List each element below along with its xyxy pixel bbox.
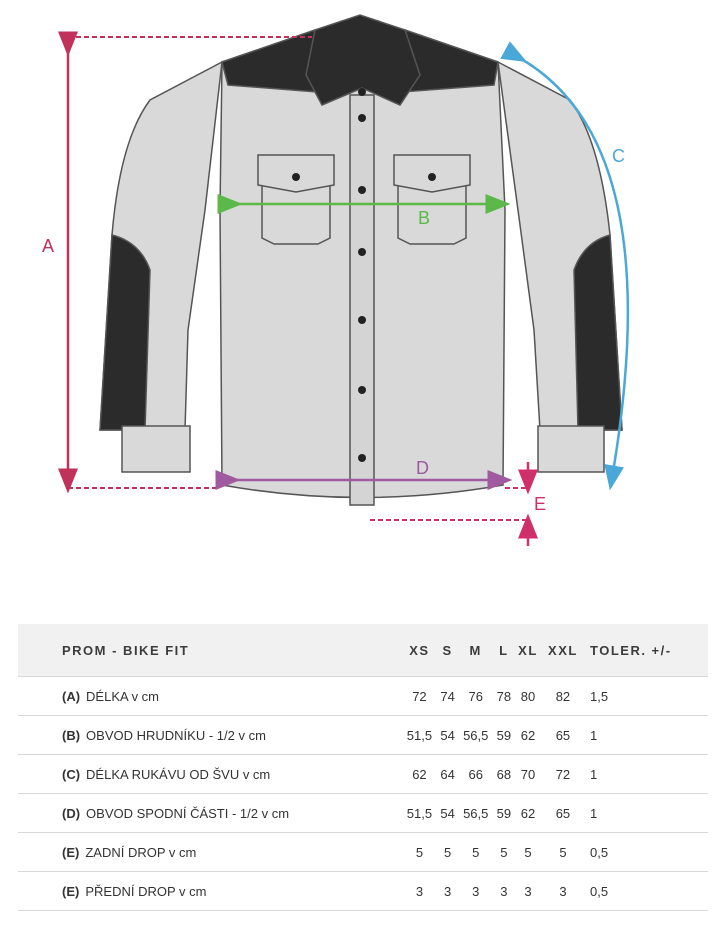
cell: 54 — [437, 715, 458, 755]
dimension-e: E — [370, 462, 546, 546]
row-code: (C) — [62, 766, 81, 782]
cell: 80 — [514, 676, 542, 716]
row-code: (A) — [62, 688, 81, 704]
row-text: DÉLKA RUKÁVU OD ŠVU v cm — [86, 766, 271, 782]
cell: 3 — [514, 871, 542, 911]
cell-tolerance: 0,5 — [584, 832, 708, 872]
cell-tolerance: 1 — [584, 754, 708, 794]
row-text: OBVOD SPODNÍ ČÁSTI - 1/2 v cm — [86, 805, 290, 821]
table-row: (E) ZADNÍ DROP v cm 5 5 5 5 5 5 0,5 — [18, 832, 708, 872]
dimension-d: D — [215, 458, 513, 490]
cell: 64 — [437, 754, 458, 794]
right-cuff — [537, 425, 605, 473]
header-product: PROM - BIKE FIT — [18, 624, 402, 677]
cell: 76 — [457, 676, 494, 716]
cell: 5 — [541, 832, 585, 872]
cell-tolerance: 0,5 — [584, 871, 708, 911]
dimension-c: C — [500, 41, 630, 491]
table-row: (E) PŘEDNÍ DROP v cm 3 3 3 3 3 3 0,5 — [18, 871, 708, 911]
header-xs: XS — [401, 624, 438, 677]
left-yoke — [221, 28, 319, 93]
row-label: (E) PŘEDNÍ DROP v cm — [18, 871, 402, 911]
cell: 59 — [493, 793, 515, 833]
table-row: (A) DÉLKA v cm 72 74 76 78 80 82 1,5 — [18, 676, 708, 716]
cell: 70 — [514, 754, 542, 794]
header-m: M — [457, 624, 494, 677]
cell: 3 — [457, 871, 494, 911]
cell: 3 — [401, 871, 438, 911]
collar — [305, 14, 421, 106]
dimension-a: A — [42, 31, 312, 494]
cell-tolerance: 1 — [584, 793, 708, 833]
row-text: OBVOD HRUDNÍKU - 1/2 v cm — [86, 727, 266, 743]
cell: 62 — [514, 715, 542, 755]
row-label: (E) ZADNÍ DROP v cm — [18, 832, 402, 872]
table-row: (D) OBVOD SPODNÍ ČÁSTI - 1/2 v cm 51,5 54… — [18, 793, 708, 833]
cell: 82 — [541, 676, 585, 716]
row-text: ZADNÍ DROP v cm — [85, 844, 197, 860]
row-label: (C) DÉLKA RUKÁVU OD ŠVU v cm — [18, 754, 402, 794]
cell: 65 — [541, 793, 585, 833]
cell: 5 — [457, 832, 494, 872]
row-code: (D) — [62, 805, 81, 821]
size-table: PROM - BIKE FIT XS S M L XL XXL TOLER. +… — [18, 624, 708, 911]
label-b: B — [418, 208, 430, 228]
header-s: S — [437, 624, 458, 677]
cell: 56,5 — [457, 715, 494, 755]
cell: 56,5 — [457, 793, 494, 833]
cell-tolerance: 1,5 — [584, 676, 708, 716]
header-xl: XL — [514, 624, 542, 677]
cell: 3 — [437, 871, 458, 911]
row-label: (A) DÉLKA v cm — [18, 676, 402, 716]
label-c: C — [612, 146, 625, 166]
cell: 66 — [457, 754, 494, 794]
cell: 65 — [541, 715, 585, 755]
left-sleeve-panel — [99, 234, 151, 431]
dimension-b: B — [217, 194, 511, 228]
label-e: E — [534, 494, 546, 514]
cell: 5 — [401, 832, 438, 872]
row-code: (B) — [62, 727, 81, 743]
cell: 62 — [514, 793, 542, 833]
cell: 74 — [437, 676, 458, 716]
cell: 5 — [437, 832, 458, 872]
shirt-buttons — [292, 88, 436, 462]
label-d: D — [416, 458, 429, 478]
row-label: (D) OBVOD SPODNÍ ČÁSTI - 1/2 v cm — [18, 793, 402, 833]
cell: 51,5 — [401, 793, 438, 833]
row-label: (B) OBVOD HRUDNÍKU - 1/2 v cm — [18, 715, 402, 755]
label-a: A — [42, 236, 54, 256]
cell: 3 — [541, 871, 585, 911]
placket — [349, 94, 375, 506]
header-l: L — [493, 624, 515, 677]
cell: 72 — [401, 676, 438, 716]
cell: 5 — [493, 832, 515, 872]
cell-tolerance: 1 — [584, 715, 708, 755]
table-row: (B) OBVOD HRUDNÍKU - 1/2 v cm 51,5 54 56,… — [18, 715, 708, 755]
cell: 3 — [493, 871, 515, 911]
header-xxl: XXL — [541, 624, 585, 677]
cell: 51,5 — [401, 715, 438, 755]
cell: 72 — [541, 754, 585, 794]
table-header-row: PROM - BIKE FIT XS S M L XL XXL TOLER. +… — [18, 624, 708, 677]
row-text: DÉLKA v cm — [86, 688, 160, 704]
cell: 59 — [493, 715, 515, 755]
shirt-measurement-diagram: A B C D E — [42, 14, 630, 546]
header-tolerance: TOLER. +/- — [584, 624, 708, 677]
cell: 68 — [493, 754, 515, 794]
right-sleeve-panel — [573, 234, 623, 431]
left-cuff — [121, 425, 191, 473]
cell: 78 — [493, 676, 515, 716]
cell: 5 — [514, 832, 542, 872]
row-code: (E) — [62, 883, 80, 899]
row-text: PŘEDNÍ DROP v cm — [85, 883, 207, 899]
row-code: (E) — [62, 844, 80, 860]
cell: 62 — [401, 754, 438, 794]
right-yoke — [401, 28, 499, 93]
table-row: (C)DÉLKA RUKÁVU OD ŠVU v cm 62 64 66 68 … — [18, 754, 708, 794]
cell: 54 — [437, 793, 458, 833]
